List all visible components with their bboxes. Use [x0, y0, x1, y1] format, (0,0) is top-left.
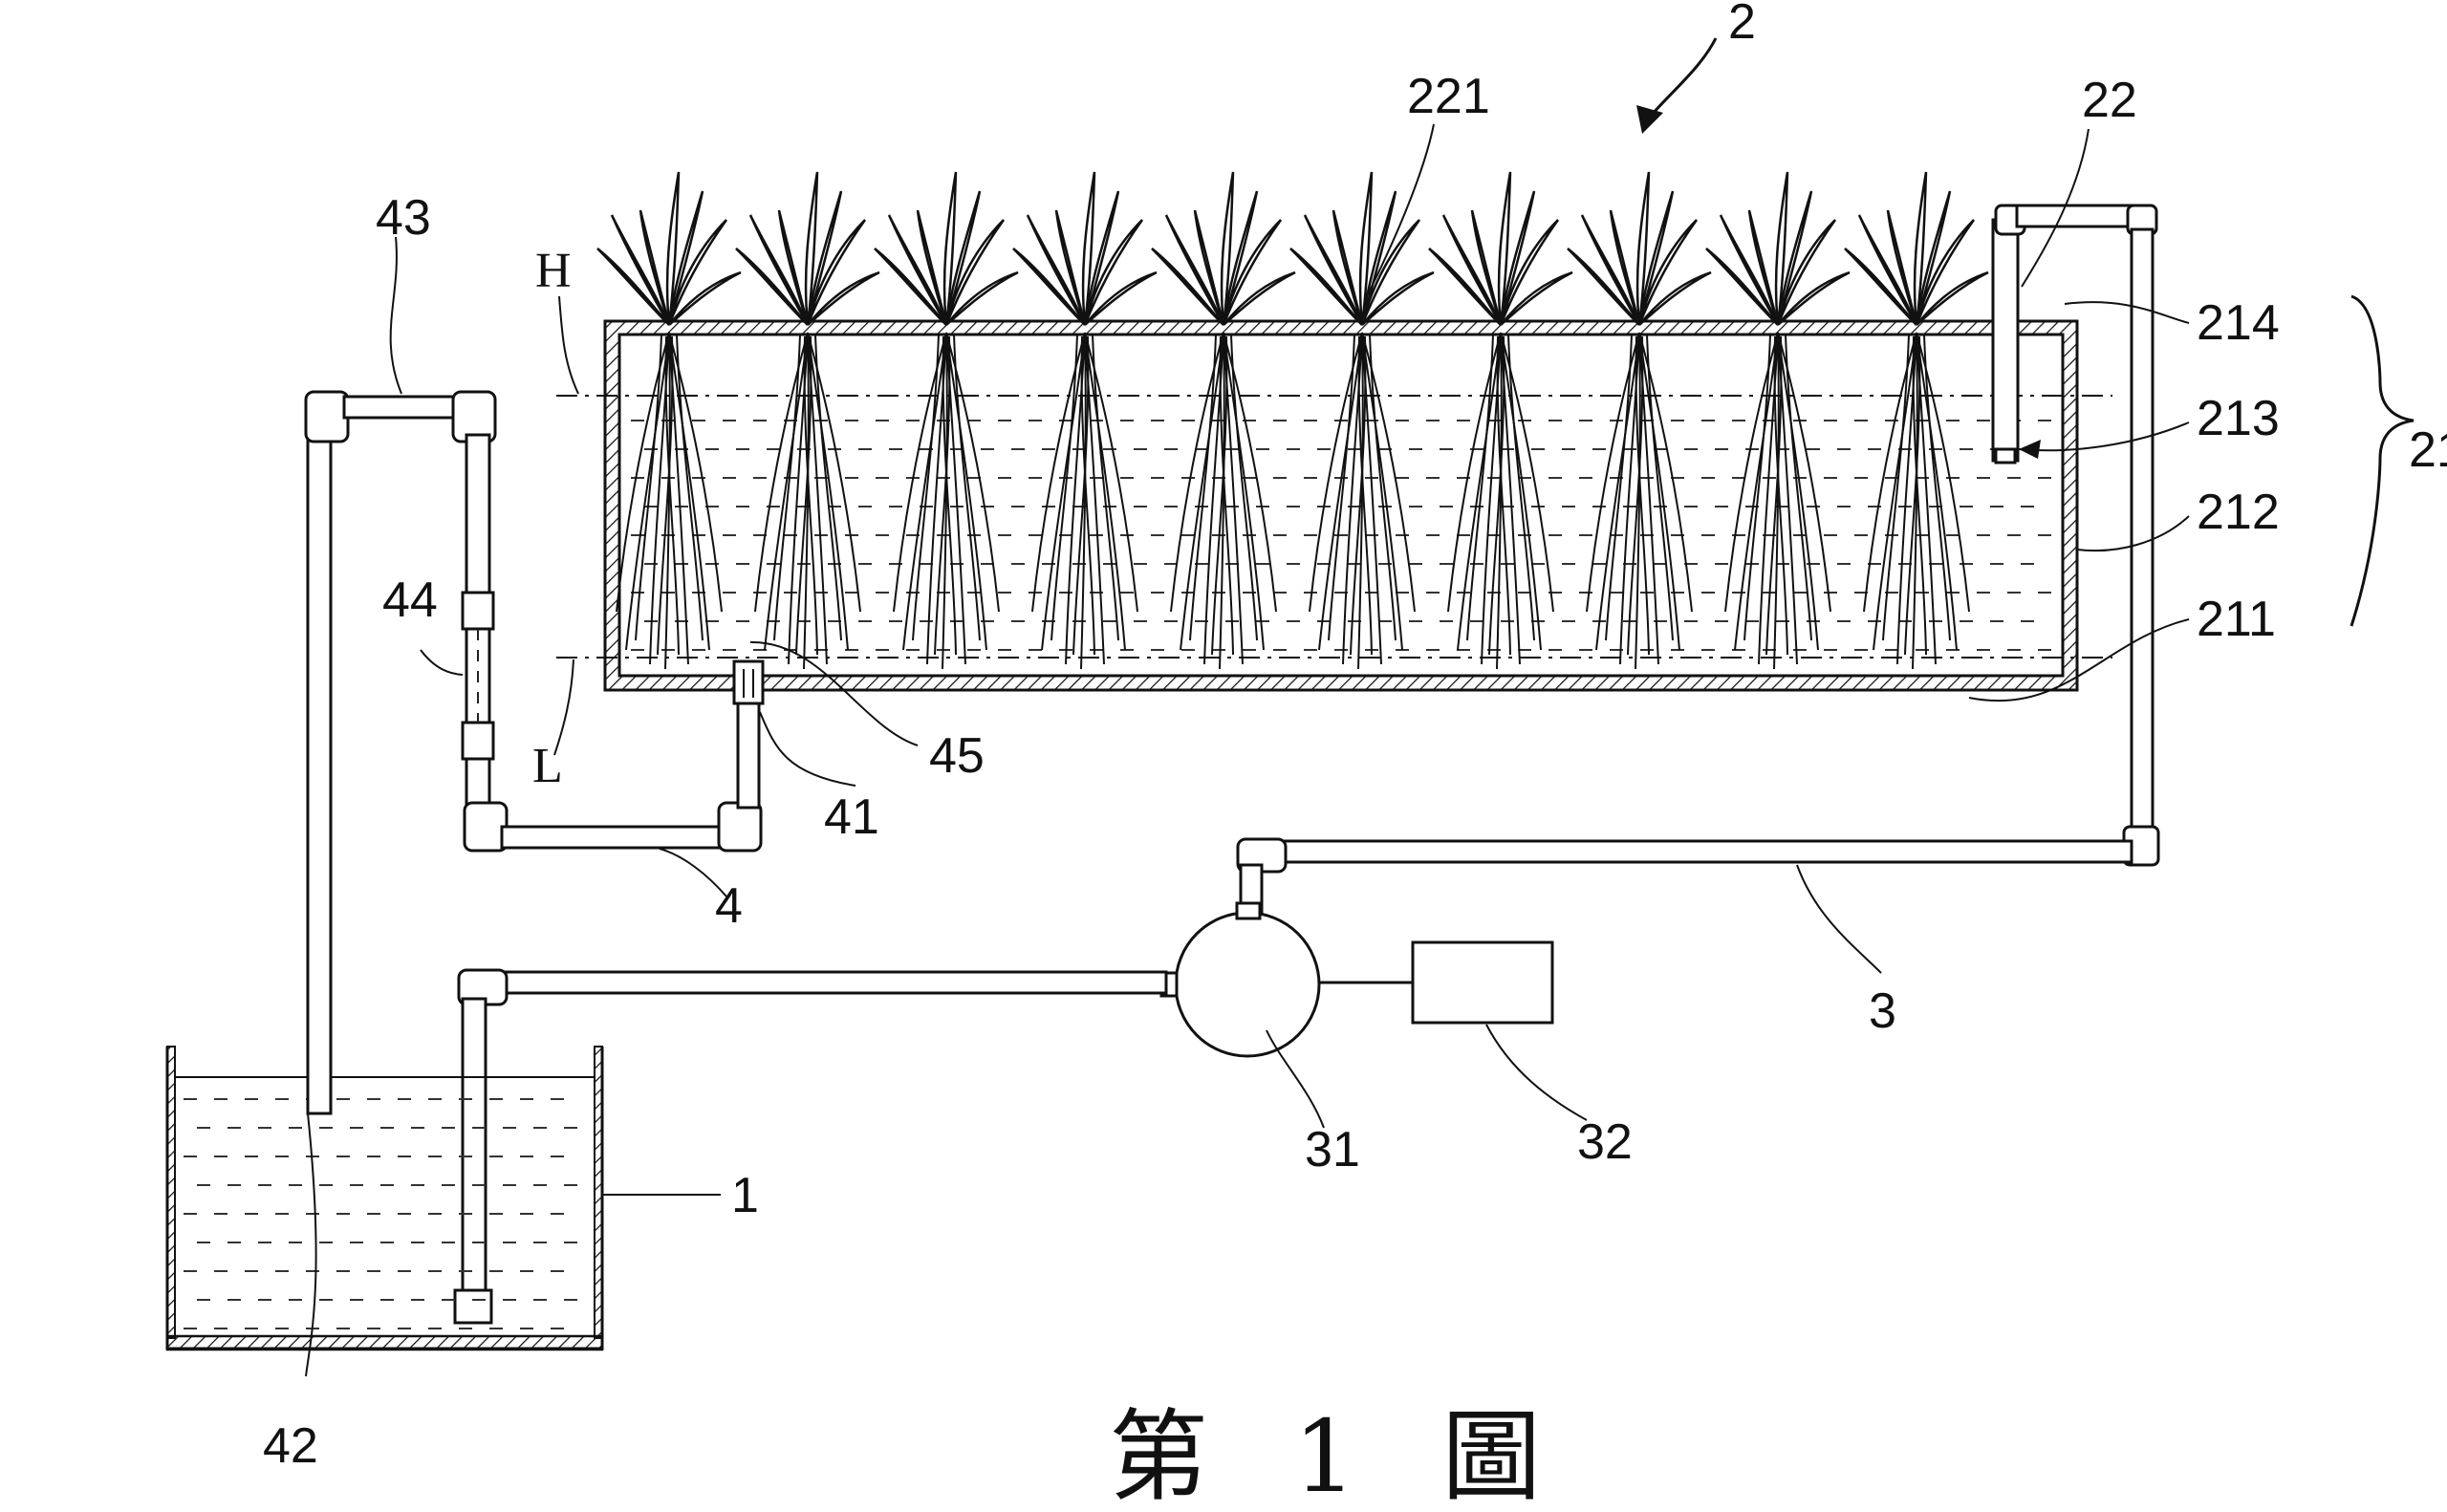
label-tank-bottom: 211: [2197, 592, 2276, 647]
growing-tank: [603, 319, 2079, 692]
figure-caption: 第 1 圖: [1109, 1398, 1568, 1512]
reservoir: [165, 1046, 604, 1351]
label-tank-wall: 212: [2197, 485, 2280, 540]
label-controller: 32: [1577, 1114, 1633, 1170]
label-tank-top: 214: [2197, 295, 2280, 351]
label-high-level: H: [535, 244, 572, 298]
pump: [1159, 901, 1413, 1058]
label-system: 2: [1728, 0, 1756, 50]
label-reservoir-pipe-end: 42: [263, 1418, 318, 1474]
label-inlet: 45: [929, 728, 985, 784]
leader-lines: [305, 37, 2415, 1377]
label-return-pipe: 4: [715, 878, 743, 934]
label-tank-space: 213: [2197, 391, 2280, 446]
label-tank-group: 21: [2409, 422, 2447, 478]
reservoir-water: [184, 1098, 577, 1329]
supply-pipe: [1236, 837, 2133, 919]
label-low-level: L: [532, 739, 563, 793]
label-siphon-inlet: 41: [824, 789, 879, 845]
overflow-pipe: [1991, 204, 2160, 867]
label-reservoir: 1: [731, 1168, 759, 1223]
label-valve: 44: [382, 572, 438, 628]
label-siphon-top: 43: [376, 190, 431, 246]
label-overflow-pipe: 22: [2082, 73, 2137, 128]
return-pipe: [304, 390, 765, 1115]
label-plant: 221: [1407, 69, 1490, 124]
controller-box: [1411, 940, 1554, 1025]
label-supply-pipe: 3: [1869, 983, 1896, 1039]
label-pump: 31: [1305, 1122, 1360, 1177]
pump-intake-pipe: [453, 968, 1168, 1325]
